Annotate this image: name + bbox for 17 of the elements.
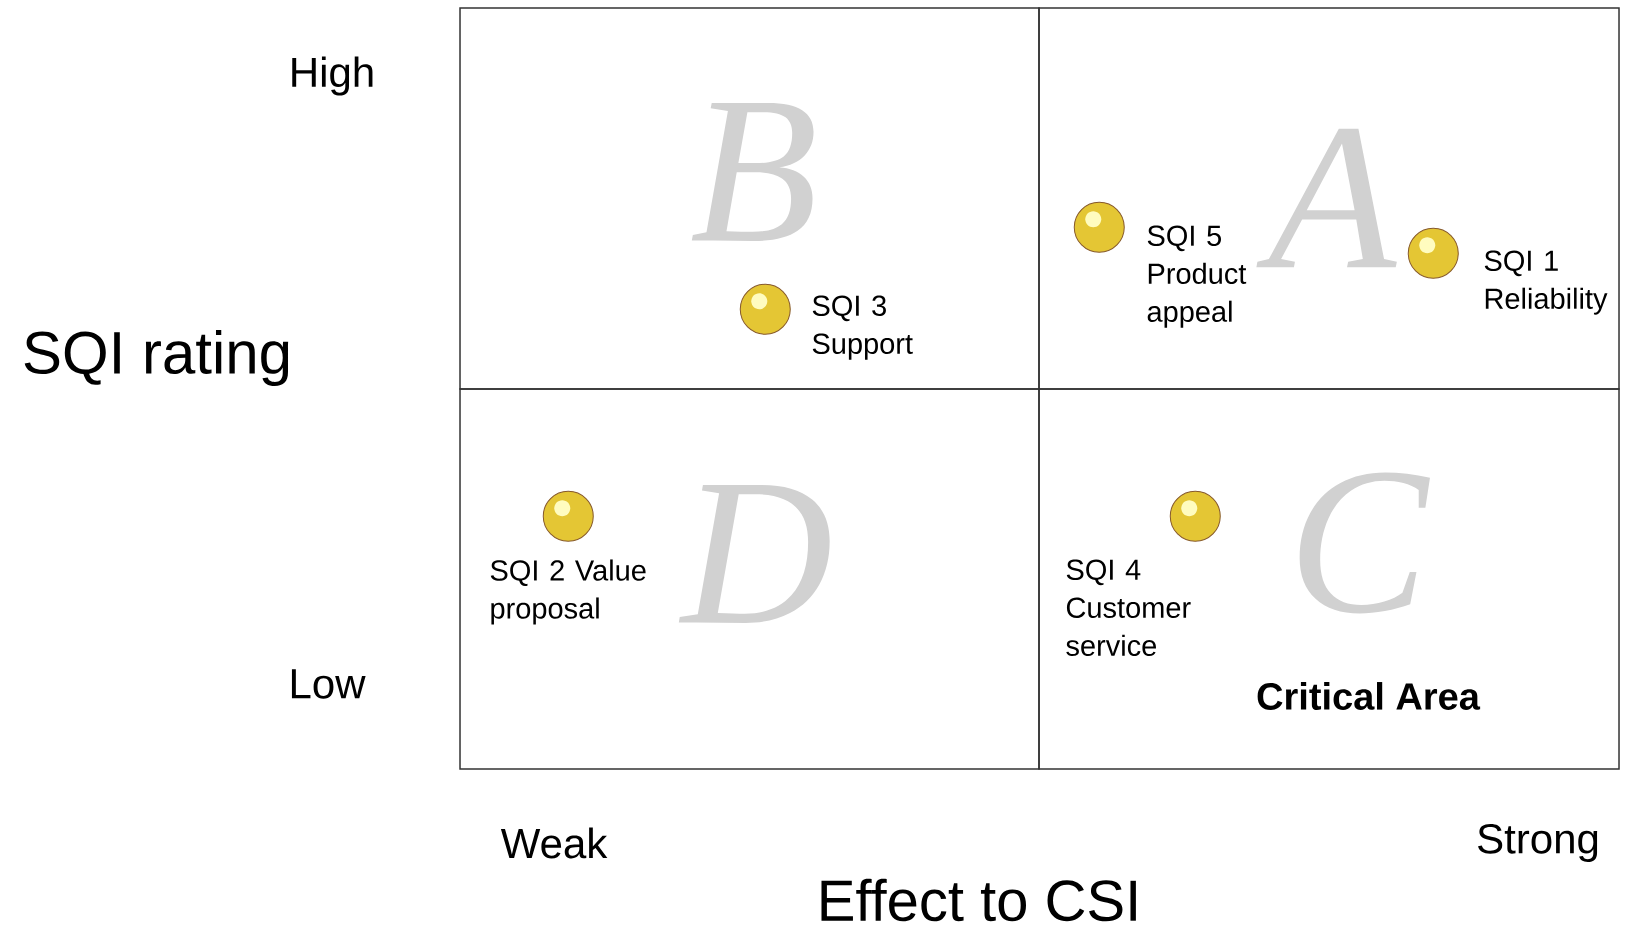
point-label: SQI 4 Customer service: [1066, 559, 1191, 656]
ball-marker: [1169, 490, 1221, 542]
axis-label: Effect to CSI: [821, 878, 1136, 922]
axis-label: Strong: [1478, 823, 1598, 862]
point-label: SQI 3 Support: [812, 295, 913, 360]
point-label: SQI 2 Value proposal: [490, 559, 646, 625]
point-label: SQI 5 Product appeal: [1147, 225, 1247, 328]
axis-label: High: [292, 56, 373, 96]
axis-label: Low: [291, 669, 366, 699]
ball-marker: [739, 283, 791, 335]
point-label: SQI 1 Reliability: [1484, 250, 1608, 315]
ball-marker: [1407, 227, 1459, 279]
ball-marker: [542, 490, 594, 542]
area-label: Critical Area: [1257, 682, 1481, 710]
axis-label: SQI rating: [24, 330, 289, 386]
axis-label: Weak: [500, 827, 608, 859]
ball-marker: [1073, 201, 1125, 253]
